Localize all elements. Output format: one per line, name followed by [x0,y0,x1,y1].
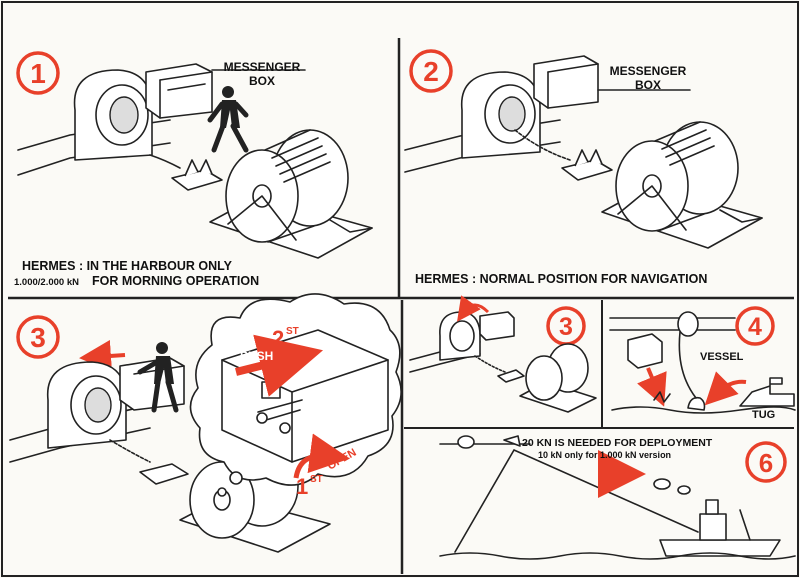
messenger-line [678,331,697,399]
step-number-3: 3 [30,322,46,353]
step-number-6: 6 [759,448,773,478]
deployment-note-line1: 20 KN IS NEEDED FOR DEPLOYMENT [522,437,713,449]
pull-direction-arrow [79,339,126,372]
tow-lines [454,449,699,553]
fairlead [677,311,699,337]
step-second-number: 2 [272,326,284,351]
push-arrow [235,334,324,397]
push-label: PUSH [240,349,273,363]
messenger-box-falling [627,333,663,369]
fairlead-drum [46,361,127,449]
tug-arrow [704,371,747,406]
messenger-box-label-line1: MESSENGER [610,64,687,78]
drop-arrow [637,367,667,407]
step-circle-4 [735,306,775,346]
step-circle-1 [16,51,60,95]
tug-boat-icon [659,499,781,557]
person-operating-icon [137,342,179,413]
flip-arrow [457,295,490,322]
caption-1-line1: HERMES : IN THE HARBOUR ONLY [22,259,233,273]
panel-4: 4 VESSEL TUG [609,306,796,421]
chain [514,129,571,161]
messenger-box [145,63,213,119]
messenger-box [479,311,515,341]
chain [109,439,151,463]
step-number-4: 4 [748,313,762,341]
messenger-box [533,55,599,109]
step-circle-6 [745,441,787,483]
closeup-bubble [189,293,402,497]
panel-3: 3 [9,293,402,553]
panel-1: 1 MESSENGER BOX [14,51,373,288]
water-line [611,406,796,414]
messenger-box-label-line1: MESSENGER [224,60,301,74]
chain-stopper [497,369,525,383]
chain-stopper [171,159,223,191]
caption-1-rating: 1.000/2.000 kN [14,277,79,288]
water-line [439,552,796,560]
chain [149,154,181,169]
step-second-suffix: ST [286,326,299,337]
tug-icon [739,377,795,407]
stern-bollard [503,435,521,447]
fairlead-drum [460,71,541,159]
vessel-label: VESSEL [700,351,744,363]
panel-3-small: 3 [409,295,597,413]
winch-reel [601,121,763,249]
winch-reel [209,129,373,259]
smoke-puff [653,478,671,490]
step-number-2: 2 [423,56,439,87]
chain [474,355,506,373]
splash [653,391,671,403]
deployment-note-line2: 10 kN only for 1.000 kN version [538,450,671,460]
messenger-box-label-line2: BOX [249,74,275,88]
step-number-1: 1 [30,58,46,89]
step-first-suffix: ST [310,474,323,485]
step-number-3b: 3 [559,313,573,341]
vessel-deck [609,317,736,331]
step-first-number: 1 [296,474,308,499]
panel-6: 6 20 KN IS NEEDED FOR DEPLOYMENT 10 kN o… [439,435,796,560]
buoy [687,396,706,411]
caption-2: HERMES : NORMAL POSITION FOR NAVIGATION [415,272,707,286]
messenger-box-label-line2: BOX [635,78,661,92]
fairlead [457,435,475,449]
person-walking-icon [207,86,249,153]
step-circle-3 [16,315,60,359]
chain-stopper [561,149,613,181]
panel-2: 2 MESSENGER BOX HERMES : NORMA [404,49,763,286]
open-arrow [293,433,350,479]
winch-reel [519,343,597,413]
fairlead-drum [439,311,481,361]
smoke-puff [677,485,691,495]
caption-1-line2: FOR MORNING OPERATION [92,274,259,288]
step-circle-2 [409,49,453,93]
chain-stopper [139,463,189,485]
tug-label: TUG [752,409,775,421]
fairlead-drum [73,69,153,161]
